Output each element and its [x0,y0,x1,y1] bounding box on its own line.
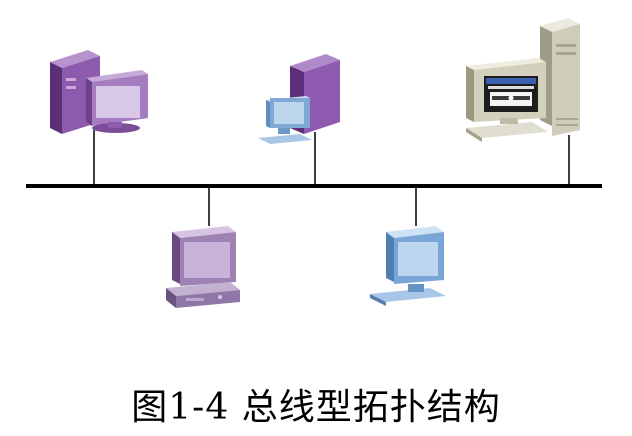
computer-node-5-icon [370,226,446,306]
figure-caption: 图1-4 总线型拓扑结构 [131,387,501,428]
computer-node-4-icon [166,226,240,308]
computer-node-1-icon [50,50,148,134]
computer-node-2-icon [258,54,340,144]
computer-node-3-icon [466,18,580,142]
